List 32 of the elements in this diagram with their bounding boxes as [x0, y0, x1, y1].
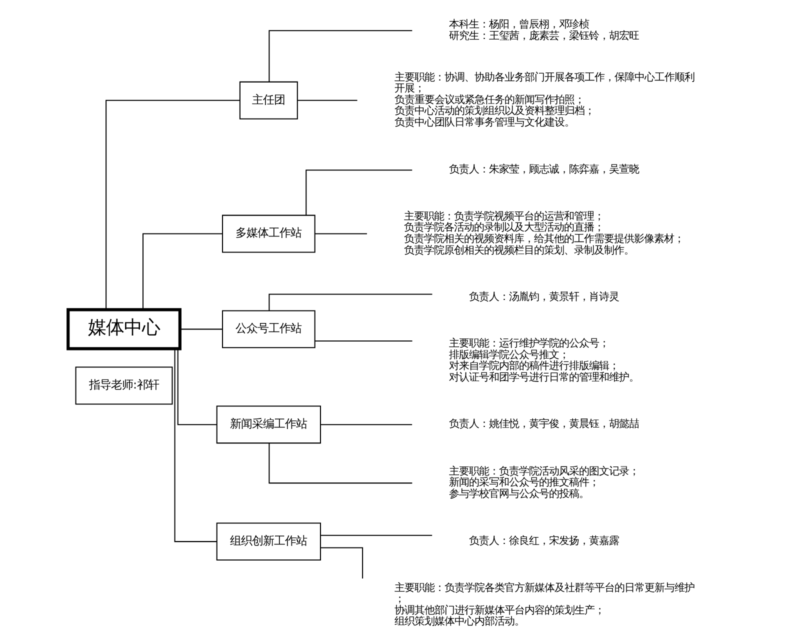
connector [268, 443, 412, 484]
node-text: 负责人：徐良红，宋发扬，黄嘉露 [468, 535, 619, 548]
connector [314, 233, 366, 234]
connector [174, 348, 216, 542]
connector [320, 547, 363, 578]
node-box: 指导老师:祁轩 [74, 366, 172, 405]
node-text: 负责人：姚佳悦，黄宇俊，黄晨钰，胡懿喆 [448, 418, 639, 430]
node-text: 主要职能：负责学院视频平台的运营和管理；负责学院各活动的录制以及大型活动的直播；负责学院相关的视频资料库，给其他的工作需要提供影像素材；负责学院原创相关的视频栏目的策划、录制及制作。 [404, 210, 684, 256]
node-text: 主要职能：协调、协助各业务部门开展各项工作，保障中心工作顺利开展；负责重要会议或紧急任务的新闻写作拍照；负责中心活动的策划组织以及资料整理归档；负责中心团队日常事务管理与文化建设。 [394, 71, 694, 129]
node-text: 负责人：朱家莹，顾志诚，陈弈嘉，吴萱晓 [448, 164, 639, 176]
node-text: 负责人：汤胤钧，黄景轩，肖诗灵 [468, 290, 619, 303]
connector [320, 534, 432, 536]
node-text: 主要职能：负责学院各类官方新媒体及社群等平台的日常更新与维护；协调其他部门进行新媒体平台内容的策划生产；组织策划媒体中心内部活动。 [394, 582, 694, 628]
node-text: 本科生：杨阳，曾辰栩，邓珍桢 研究生：王玺茜，庞素芸，梁钰铃，胡宏旺 [448, 18, 639, 42]
node-box: 组织创新工作站 [216, 522, 320, 561]
connector [296, 100, 357, 101]
connector [320, 424, 412, 426]
node-box: 媒体中心 [66, 308, 181, 350]
connector [179, 328, 222, 330]
connector [268, 30, 412, 82]
connector [268, 294, 432, 311]
node-box: 新闻采编工作站 [216, 406, 320, 444]
node-box: 主任团 [238, 81, 298, 120]
connector [142, 233, 222, 310]
connector [305, 170, 412, 216]
node-box: 多媒体工作站 [222, 214, 315, 253]
connector [176, 348, 216, 426]
connector [314, 340, 412, 342]
node-box: 公众号工作站 [222, 310, 315, 348]
node-text: 主要职能：运行维护学院的公众号；排版编辑学院公众号推文；对来自学院内部的稿件进行排版编辑；对认证号和团学号进行日常的管理和维护。 [448, 338, 639, 384]
node-text: 主要职能：负责学院活动风采的图文记录；新闻的采写和公众号的推文稿件；参与学校官网与公众号的投稿。 [448, 465, 639, 500]
connector [105, 100, 240, 310]
